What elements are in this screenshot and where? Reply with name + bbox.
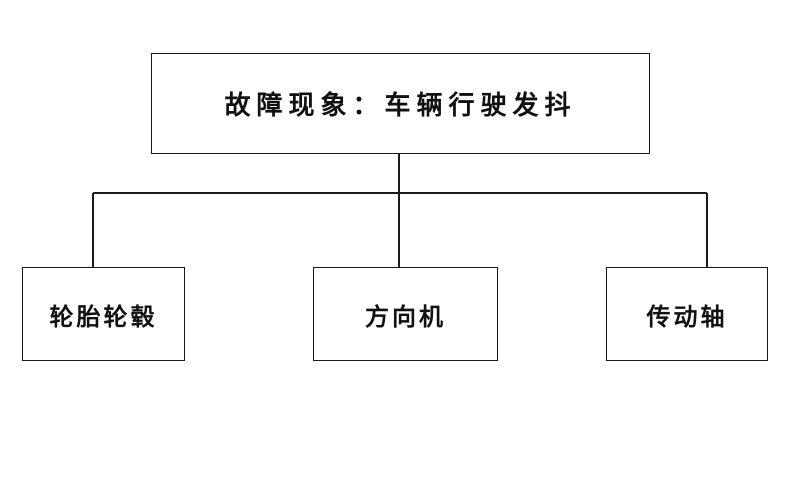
child-node-drive-shaft: 传动轴: [606, 267, 768, 361]
child-node-label: 方向机: [365, 302, 446, 331]
child-node-label: 轮胎轮毂: [49, 302, 158, 331]
child-node-label: 传动轴: [646, 302, 728, 331]
root-node: 故障现象：车辆行驶发抖: [151, 53, 650, 154]
root-node-label: 故障现象：车辆行驶发抖: [224, 91, 577, 121]
child-node-steering-gear: 方向机: [313, 267, 498, 361]
child-node-tire-hub: 轮胎轮毂: [22, 267, 185, 361]
